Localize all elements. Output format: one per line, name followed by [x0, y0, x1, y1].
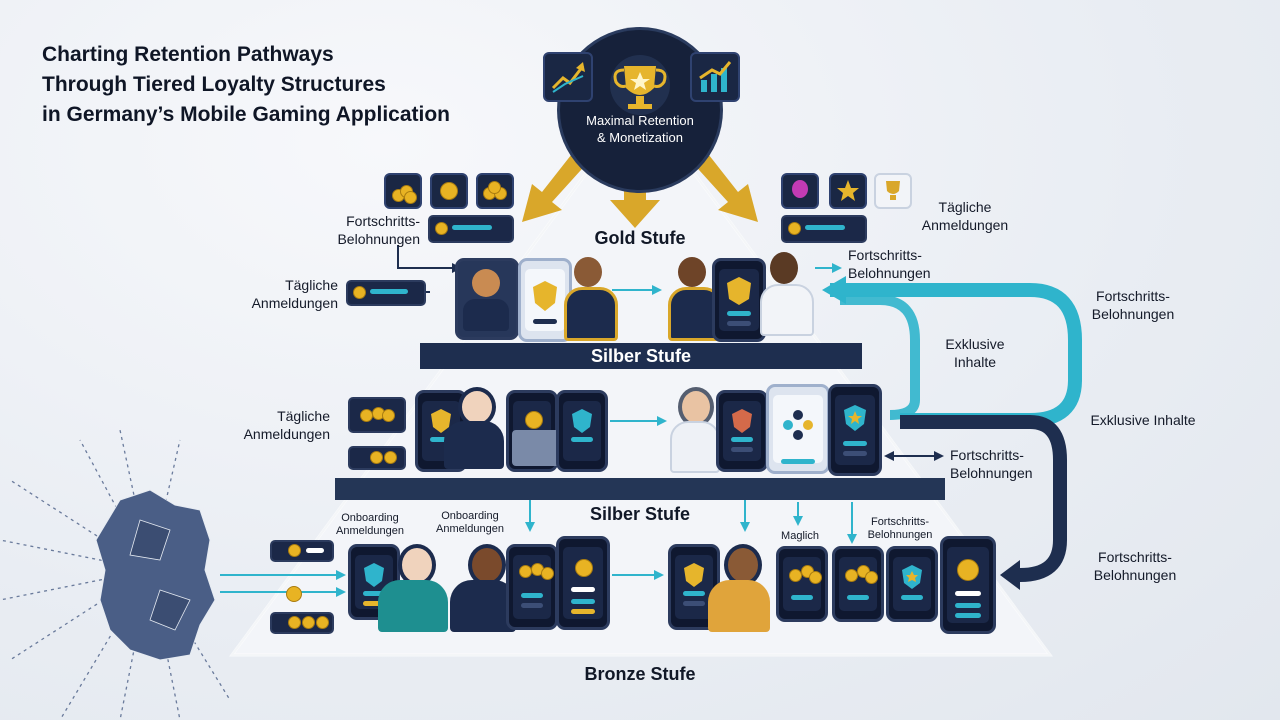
navy-loop — [900, 415, 1067, 582]
bronze-card-2 — [270, 612, 334, 634]
player-gamer-2 — [560, 255, 618, 341]
phone-silver-4 — [716, 390, 768, 472]
goal-line-2: & Monetization — [597, 130, 683, 145]
phone-bronze-2 — [506, 544, 558, 630]
gold-arrows — [522, 150, 758, 228]
goal-text: Maximal Retention & Monetization — [560, 112, 720, 146]
player-gamer-8 — [446, 540, 524, 634]
phone-bronze-3 — [556, 536, 610, 630]
phone-gold-rewards — [712, 258, 766, 342]
player-gamer-5 — [440, 385, 510, 471]
label-progress-rewards-gold: Fortschritts-Belohnungen — [848, 247, 931, 281]
phone-bronze-7 — [886, 546, 938, 622]
tier-silver-divider — [335, 478, 945, 500]
checklist-card-silver — [348, 446, 406, 470]
phone-silver-3 — [556, 390, 608, 472]
tier-gold-label: Gold Stufe — [594, 228, 686, 248]
avatar-icon — [781, 173, 819, 209]
bronze-coin — [286, 586, 302, 602]
trophy-small-icon — [874, 173, 912, 209]
label-exclusive-content-far: Exklusive Inhalte — [1090, 412, 1196, 428]
tier-silver-band: Silber Stufe — [420, 343, 862, 369]
germany-map — [95, 489, 216, 661]
tier-bronze-label: Bronze Stufe — [584, 664, 696, 684]
star-badge-icon — [829, 173, 867, 209]
title-line-3: in Germany’s Mobile Gaming Application — [42, 103, 451, 126]
phone-bronze-8 — [940, 536, 996, 634]
label-progress-rewards-top-left: Fortschritts-Belohnungen — [337, 213, 420, 247]
label-progress-rewards-bottom-right: Fortschritts-Belohnungen — [1093, 549, 1177, 583]
phone-silver-5 — [766, 384, 830, 474]
player-gamer-1 — [455, 258, 519, 340]
title-line-1: Charting Retention Pathways — [42, 43, 334, 66]
player-gamer-6 — [668, 385, 720, 473]
bar-chart-icon — [690, 52, 740, 102]
label-progress-rewards-bronze: Fortschritts-Belohnungen — [867, 516, 933, 541]
label-maglich: Maglich — [781, 530, 819, 542]
player-gamer-4 — [758, 250, 814, 336]
teal-loop-outer — [830, 283, 1082, 427]
label-progress-rewards-silver: Fortschritts-Belohnungen — [950, 447, 1033, 481]
player-gamer-7 — [370, 540, 454, 634]
trend-up-icon — [543, 52, 593, 102]
coin-stack-icon — [384, 173, 422, 209]
title-line-2: Through Tiered Loyalty Structures — [42, 73, 386, 96]
phone-bronze-5 — [776, 546, 828, 622]
phone-bronze-6 — [832, 546, 884, 622]
page-title: Charting Retention Pathways Through Tier… — [42, 40, 522, 130]
label-progress-rewards-far-right: Fortschritts-Belohnungen — [1091, 288, 1175, 322]
daily-card-gold — [346, 280, 426, 306]
trophy-icon — [610, 55, 670, 115]
teal-loop-inner — [840, 295, 920, 420]
coin-stack-icon — [476, 173, 514, 209]
phone-badge-screen — [518, 258, 572, 342]
player-gamer-3 — [664, 255, 722, 341]
progress-card — [781, 215, 867, 243]
phone-silver-6 — [828, 384, 882, 476]
phone-bronze-4 — [668, 544, 720, 630]
bronze-card-1 — [270, 540, 334, 562]
goal-line-1: Maximal Retention — [586, 113, 694, 128]
tier-silver-label: Silber Stufe — [589, 504, 691, 524]
coins-card-silver — [348, 397, 406, 433]
progress-card — [428, 215, 514, 243]
player-gamer-9 — [704, 540, 774, 634]
coin-icon — [430, 173, 468, 209]
